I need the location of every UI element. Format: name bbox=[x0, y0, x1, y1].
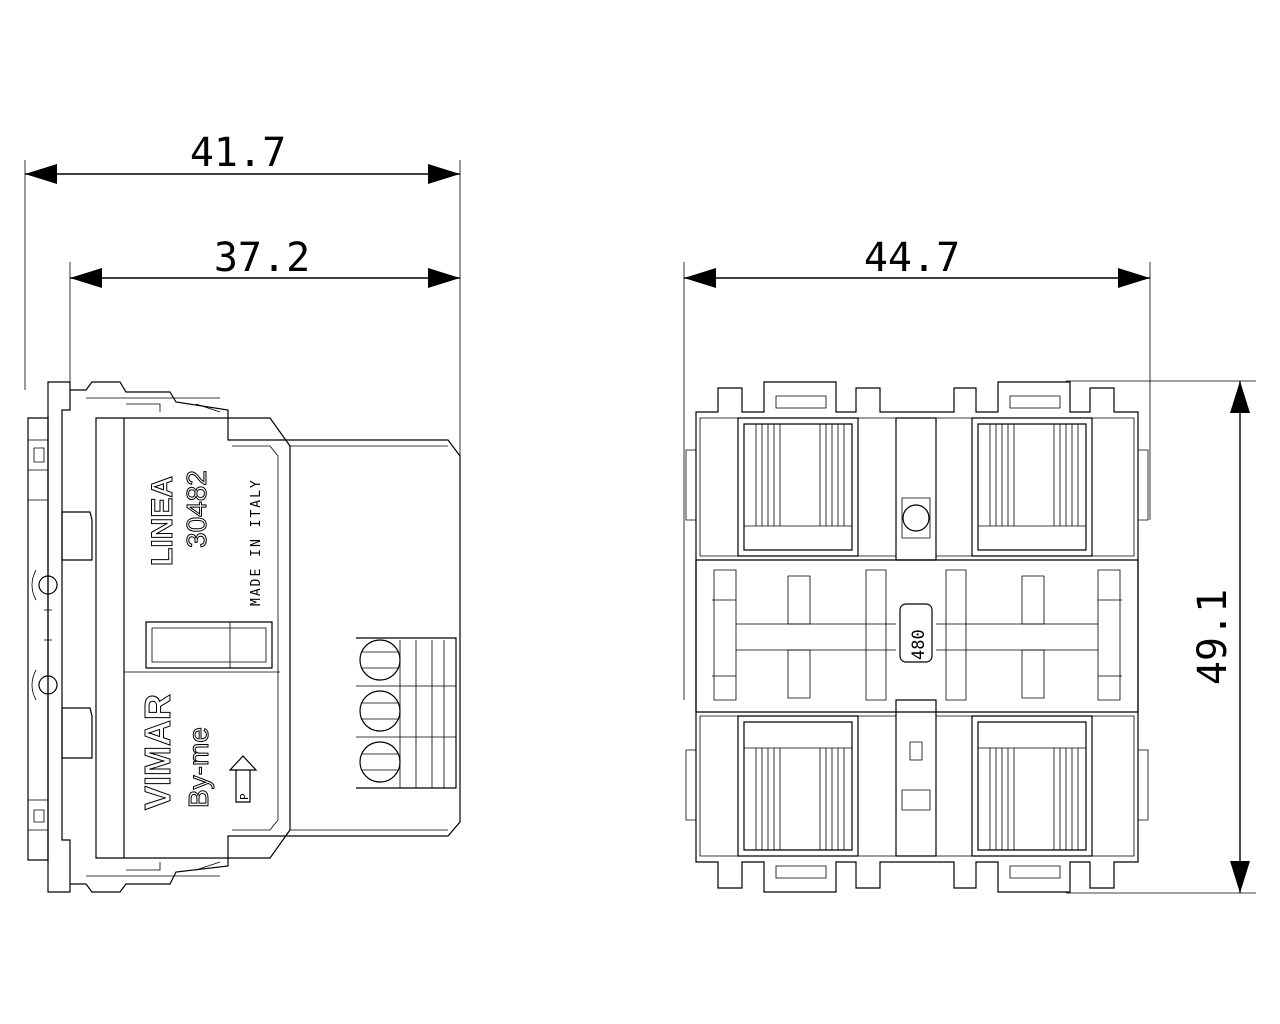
clamp-top-left bbox=[737, 417, 859, 557]
clamp-bottom-right bbox=[971, 715, 1093, 857]
push-mark-label: P bbox=[238, 793, 251, 800]
part-number-badge bbox=[899, 603, 933, 663]
dimension-label-41-7: 41.7 bbox=[190, 130, 286, 176]
dimension-overall-depth: 41.7 bbox=[24, 130, 461, 455]
push-arrow-icon: P bbox=[228, 755, 258, 803]
series-label: By-me bbox=[183, 727, 214, 808]
clamp-top-right bbox=[971, 417, 1093, 557]
origin-label: MADE IN ITALY bbox=[249, 478, 264, 606]
dimension-label-44-7: 44.7 bbox=[864, 235, 960, 281]
side-view: VIMAR By-me LINEA 30482 MADE IN ITALY P bbox=[27, 381, 461, 893]
dimension-body-depth: 37.2 bbox=[69, 235, 460, 390]
part-number-label: 480 bbox=[909, 629, 929, 660]
brand-label: VIMAR bbox=[137, 694, 178, 810]
dimension-label-37-2: 37.2 bbox=[214, 235, 310, 281]
clamp-bottom-left bbox=[737, 715, 859, 857]
line-label: LINEA bbox=[146, 476, 179, 566]
code-label: 30482 bbox=[181, 470, 212, 548]
dimension-width: 44.7 bbox=[683, 235, 1151, 700]
dimension-height: 49.1 bbox=[1066, 380, 1256, 894]
front-view: 480 bbox=[685, 381, 1149, 893]
dimension-label-49-1: 49.1 bbox=[1190, 589, 1236, 685]
terminal-screws bbox=[356, 637, 457, 789]
